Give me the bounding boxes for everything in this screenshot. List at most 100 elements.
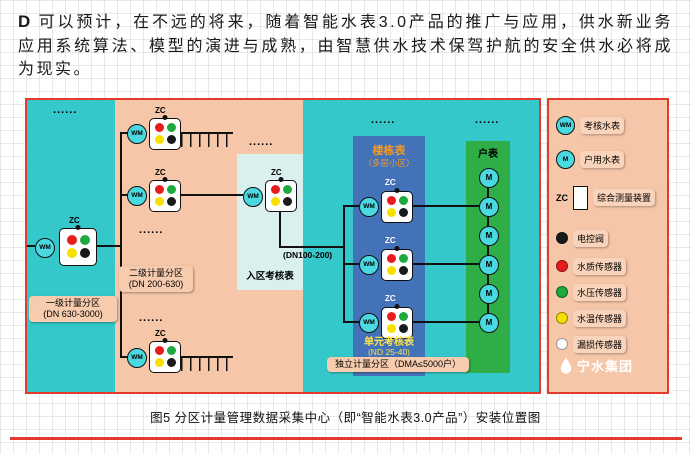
pipe-line [487,176,489,323]
zone1-label-tag: 一级计量分区 (DN 630-3000) [29,295,117,322]
temperature-sensor-dot-icon [66,248,77,258]
intro-text: 可以预计，在不远的将来，随着智能水表3.0产品的推广与应用，供水新业务应用系统算… [18,14,673,78]
legend-label: 电控阀 [573,229,609,247]
wm-meter: WM [127,185,147,206]
pipe-line [279,245,345,248]
zc-device [149,179,181,212]
pressure-sensor-dot-icon [398,196,408,205]
legend-label: 漏损传感器 [573,335,627,353]
zc-device [381,248,413,281]
legend-item: 水质传感器 [556,257,627,275]
quality-sensor-dot-icon [270,185,280,194]
pipe-line [27,244,35,247]
legend-item: 电控阀 [556,229,609,247]
quality-sensor-dot-icon [386,312,396,321]
temperature-sensor-dot-icon [386,266,396,275]
pipe-line [411,262,479,265]
valve-dot-icon [166,197,176,206]
zc-label: ZC [69,215,80,225]
legend-item: 水压传感器 [556,283,627,301]
unit-meter-label: 单元考核表 [364,336,414,348]
zc-label: ZC [556,192,568,203]
legend-item: 漏损传感器 [556,335,627,353]
bottom-divider [9,436,682,440]
household-meter: M [479,254,499,275]
pipe-line [97,244,121,247]
zc-device [59,227,97,266]
legend-label: 户用水表 [580,150,625,168]
pressure-sensor-dot-icon [556,286,568,298]
intro-paragraph: D 可以预计，在不远的将来，随着智能水表3.0产品的推广与应用，供水新业务应用系… [0,0,691,82]
legend-item: 水温传感器 [556,309,627,327]
brand-logo: 宁水集团 [559,356,633,375]
pipe-line [411,320,479,323]
ellipsis: ...... [371,113,396,126]
valve-dot-icon [398,266,408,275]
zone1-label: 一级计量分区 [45,297,100,308]
pipe-line [122,355,128,358]
pressure-sensor-dot-icon [166,346,176,355]
legend-label: 综合测量装置 [593,189,656,206]
legend-label: 水压传感器 [573,283,627,301]
ellipsis: ...... [139,311,164,324]
pipe-line [345,262,359,265]
pressure-sensor-dot-icon [282,185,292,194]
household-meter: M [479,312,499,333]
quality-sensor-dot-icon [556,260,568,272]
temperature-sensor-dot-icon [270,197,280,206]
zc-label: ZC [155,105,166,115]
pipe-line [122,131,128,134]
wm-meter: WM [243,186,263,207]
brand-name: 宁水集团 [577,358,634,374]
diagram-main-panel: ...... ...... ...... ...... ...... .....… [25,97,541,394]
ellipsis: ...... [475,113,500,126]
water-drop-icon [560,357,572,374]
quality-sensor-dot-icon [154,346,164,355]
zc-device-icon [573,185,588,210]
household-meter: M [479,283,499,304]
legend-label: 水质传感器 [573,257,627,275]
legend-label: 考核水表 [580,116,625,134]
pipe-line [279,209,281,247]
quality-sensor-dot-icon [154,185,164,194]
valve-dot-icon [166,358,176,367]
zc-label: ZC [271,167,282,177]
legend-item: ZC 综合测量装置 [556,185,656,210]
zc-device [149,117,181,150]
building-header-sub: （多层小区） [363,157,415,168]
wm-meter: WM [359,196,379,217]
household-meter: M [479,196,499,217]
unit-meter-sub: (ND 25-40) [367,346,411,357]
zc-device [265,179,297,212]
zone1-sub: (DN 630-3000) [43,308,103,319]
wm-meter: WM [127,123,147,144]
zc-label: ZC [155,328,166,338]
legend-label: 水温传感器 [573,309,627,327]
inlet-label: 入区考核表 [246,270,294,282]
valve-dot-icon [166,135,176,144]
figure-caption: 图5 分区计量管理数据采集中心（即“智能水表3.0产品”）安装位置图 [150,410,541,425]
dma-label-tag: 独立计量分区（DMA≤5000户） [327,356,469,372]
household-header: 户表 [478,148,498,160]
zone2-label: 二级计量分区 [128,267,183,278]
valve-dot-icon [398,208,408,217]
valve-dot-icon [282,197,292,206]
ellipsis: ...... [139,223,164,236]
figure-diagram: ...... ...... ...... ...... ...... .....… [25,97,669,394]
quality-sensor-dot-icon [386,254,396,263]
pressure-sensor-dot-icon [79,235,90,245]
leak-sensor-dot-icon [556,338,568,350]
pipe-line [411,204,479,207]
valve-dot-icon [398,324,408,333]
pipe-line [345,320,359,323]
zc-label: ZC [155,167,166,177]
pressure-sensor-dot-icon [166,185,176,194]
quality-sensor-dot-icon [66,235,77,245]
temperature-sensor-dot-icon [386,208,396,217]
intro-dropcap: D [18,12,32,31]
valve-dot-icon [79,248,90,258]
wm-meter: WM [35,237,55,258]
legend-item: WM 考核水表 [556,115,625,135]
wm-meter: WM [359,254,379,275]
zc-device [381,306,413,339]
